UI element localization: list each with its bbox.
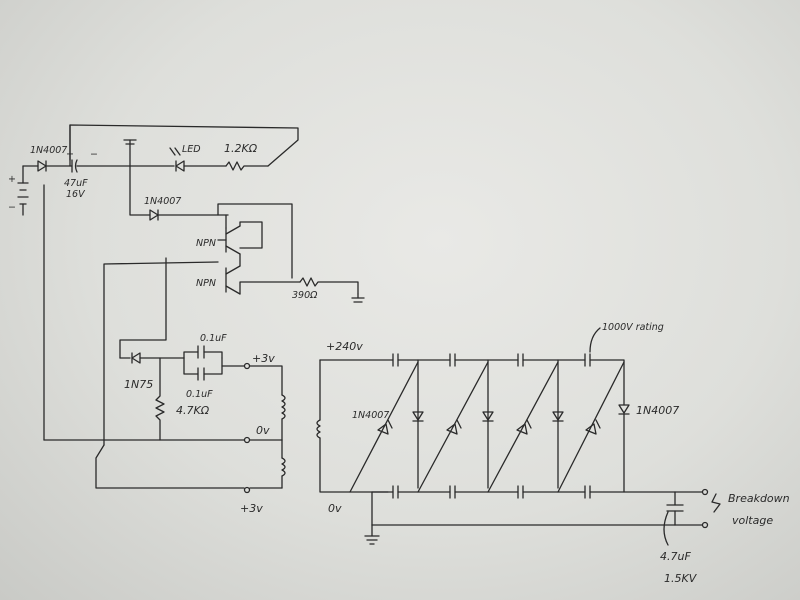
transistor-npn-2 <box>225 253 241 295</box>
mult-bottom-rail <box>371 485 676 499</box>
capacitor-bottom <box>183 357 223 381</box>
mult-diode-label: 1N4007 <box>352 410 389 421</box>
tap-zero-label: 0v <box>256 424 270 437</box>
diode-input-label: 1N4007 <box>30 145 67 156</box>
ground-right <box>351 293 365 303</box>
cap-rating-label: 1000V rating <box>602 322 664 333</box>
diode-base <box>149 209 229 221</box>
battery-plus-label: + <box>8 174 16 185</box>
resistor-led-label: 1.2KΩ <box>224 142 258 155</box>
capacitor-input-voltage: 16V <box>66 189 86 200</box>
capacitor-top <box>183 345 223 359</box>
breakdown-line2: voltage <box>732 514 773 527</box>
diode-base-label: 1N4007 <box>144 196 181 207</box>
npn1-label: NPN <box>196 238 216 249</box>
capacitor-input-value: 47uF <box>64 178 88 189</box>
resistor-bias <box>155 357 165 441</box>
tap-plus-bottom-label: +3v <box>240 502 263 515</box>
mult-diode-verticals <box>412 359 630 493</box>
zener-label: 1N75 <box>124 378 153 391</box>
mult-top-rail <box>319 353 625 406</box>
ground-top <box>123 139 137 167</box>
breakdown-line1: Breakdown <box>728 492 790 505</box>
led <box>129 147 227 172</box>
resistor-bias-label: 4.7KΩ <box>176 404 210 417</box>
resistor-led <box>225 161 269 171</box>
ground-mult <box>364 524 380 545</box>
tap-plus-top-label: +3v <box>252 352 275 365</box>
resistor-emitter-label: 390Ω <box>292 290 318 301</box>
inductor-upper <box>281 394 286 441</box>
cap-bottom-label: 0.1uF <box>186 389 213 400</box>
battery <box>17 165 39 216</box>
inductor-lower <box>281 439 286 489</box>
cap-minus-label: − <box>90 149 98 160</box>
capacitor-input <box>71 159 131 173</box>
battery-minus-label: − <box>8 202 16 213</box>
capacitor-output <box>666 488 709 529</box>
mult-diode-diagonals <box>349 361 625 493</box>
mult-ground-label: 0v <box>328 502 342 515</box>
led-label: LED <box>182 144 201 155</box>
mult-diode-right-label: 1N4007 <box>636 404 679 417</box>
spark-gap-icon <box>711 493 721 513</box>
transistor-npn-1 <box>217 221 263 255</box>
cap-out-value: 4.7uF <box>660 550 691 563</box>
cap-top-label: 0.1uF <box>200 333 227 344</box>
mult-input-label: +240v <box>326 340 363 353</box>
resistor-emitter <box>299 277 359 295</box>
diode-input <box>37 160 73 172</box>
cap-out-voltage: 1.5KV <box>664 572 698 585</box>
inductor-mult <box>316 419 321 439</box>
npn2-label: NPN <box>196 278 216 289</box>
diode-zener <box>119 352 185 364</box>
